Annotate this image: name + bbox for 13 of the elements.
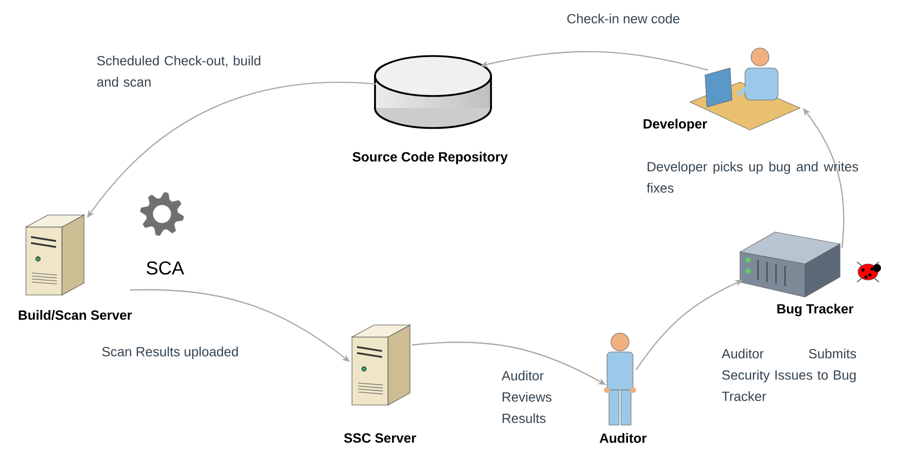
node-label: Bug Tracker (777, 304, 854, 316)
node-label: Auditor (600, 433, 647, 443)
component-label: SCA (146, 261, 184, 275)
edge-label: Developer picks up bug and writes fixes (646, 162, 858, 193)
edge-label: Auditor Reviews Results (502, 370, 552, 424)
edge-label: Check-in new code (567, 14, 680, 24)
node-label: Developer (644, 118, 708, 132)
node-label: Build/Scan Server (18, 310, 132, 320)
node-label: SSC Server (344, 433, 416, 443)
edge-label: Scheduled Check-out, build and scan (97, 56, 260, 87)
edge-label: Auditor Submits Security Issues to Bug Tracker (722, 348, 856, 402)
node-label: Source Code Repository (352, 152, 508, 164)
edge-label: Scan Results uploaded (102, 346, 238, 360)
